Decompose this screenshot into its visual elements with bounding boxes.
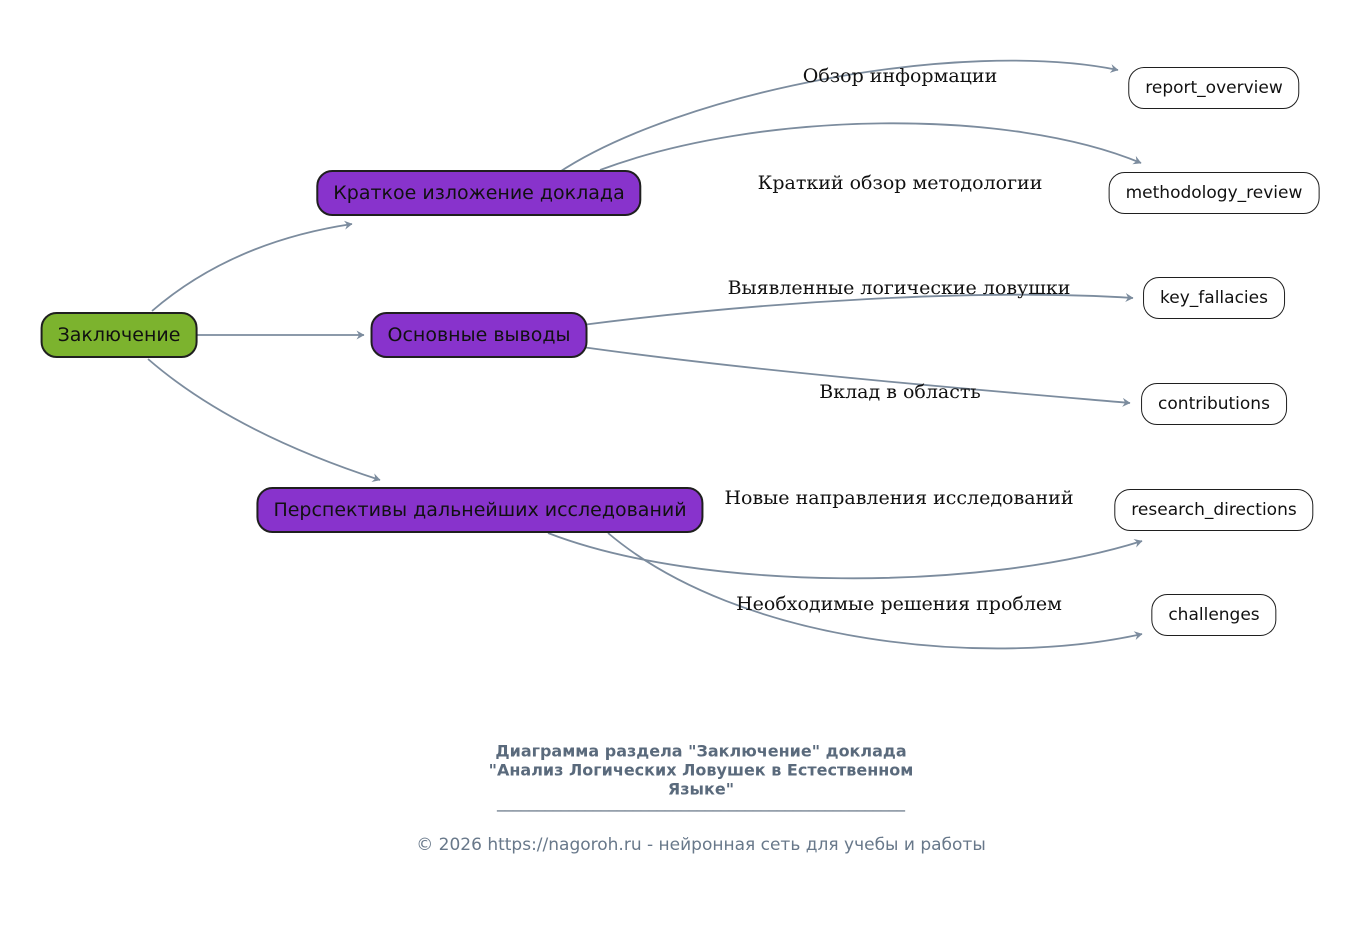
edge-label-report-overview: Обзор информации <box>802 65 998 87</box>
node-summary: Краткое изложение доклада <box>316 170 642 216</box>
edge-label-research-directions: Новые направления исследований <box>724 487 1074 509</box>
node-contributions: contributions <box>1141 383 1287 425</box>
node-conclusion: Заключение <box>40 312 198 358</box>
node-key-fallacies: key_fallacies <box>1143 277 1285 319</box>
edge-summary-report-overview <box>557 59 1119 174</box>
edge-summary-methodology-review <box>599 122 1142 171</box>
node-report-overview: report_overview <box>1128 67 1300 109</box>
footer-copyright: © 2026 https://nagoroh.ru - нейронная се… <box>416 835 986 855</box>
edge-conclusion-summary <box>151 220 353 312</box>
node-perspectives: Перспективы дальнейших исследований <box>256 487 704 533</box>
edge-findings-contributions <box>581 346 1131 407</box>
edge-label-challenges: Необходимые решения проблем <box>736 593 1062 615</box>
edge-conclusion-perspectives <box>147 358 381 482</box>
node-findings: Основные выводы <box>370 312 588 358</box>
edge-perspectives-research-directions <box>547 532 1143 580</box>
edge-perspectives-challenges <box>607 532 1143 650</box>
edge-label-contributions: Вклад в область <box>819 381 981 403</box>
edge-label-key-fallacies: Выявленные логические ловушки <box>727 277 1071 299</box>
edge-label-methodology-review: Краткий обзор методологии <box>757 172 1043 194</box>
edge-findings-key-fallacies <box>581 293 1134 326</box>
node-challenges: challenges <box>1151 594 1277 636</box>
node-methodology-review: methodology_review <box>1108 172 1320 214</box>
footer-divider: ________________________________________… <box>497 792 905 812</box>
diagram-footer-title: Диаграмма раздела "Заключение" доклада "… <box>488 741 914 799</box>
node-research-directions: research_directions <box>1114 489 1314 531</box>
